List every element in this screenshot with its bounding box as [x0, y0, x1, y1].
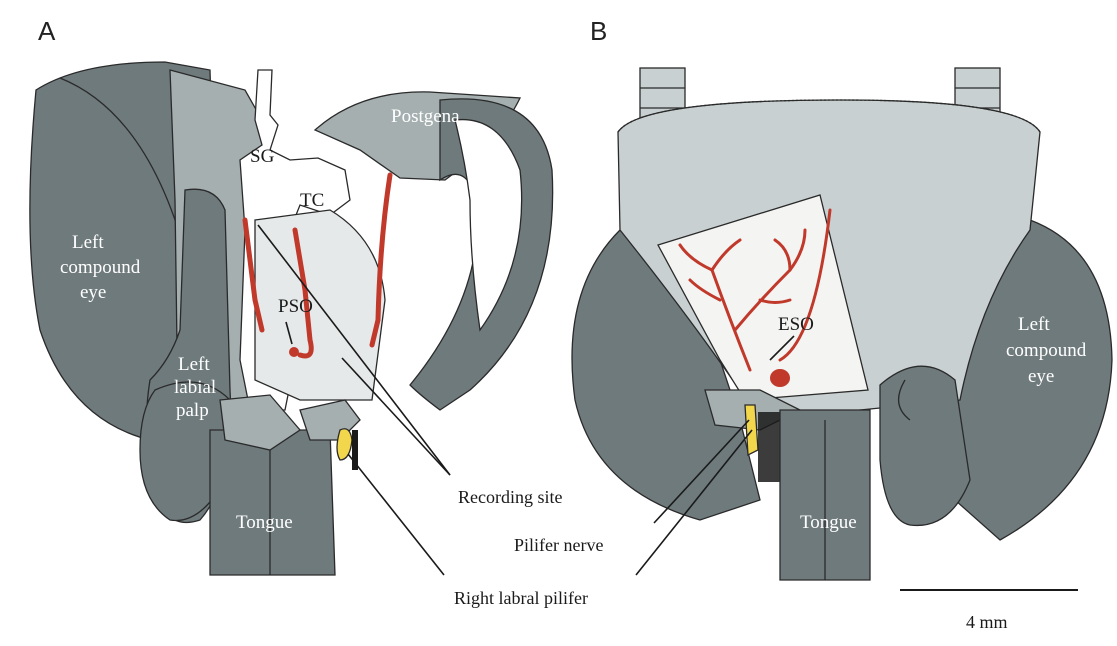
label-palp-l2: labial [174, 377, 216, 398]
label-postgena: Postgena [391, 106, 460, 127]
callout-pilifer-nerve: Pilifer nerve [514, 535, 603, 555]
label-pso: PSO [278, 296, 313, 317]
callout-recording-site: Recording site [458, 487, 562, 507]
scale-bar-label: 4 mm [966, 612, 1008, 632]
label-tongue-b: Tongue [800, 512, 857, 533]
eso-organ [770, 369, 790, 387]
label-sg: SG [250, 146, 275, 167]
tongue-a [210, 430, 335, 575]
panel-label-a: A [38, 16, 56, 46]
labial-palp-b [880, 366, 970, 525]
label-tc: TC [300, 190, 324, 211]
panel-b: B ESO [572, 16, 1112, 580]
label-left-eye-a-l2: compound [60, 257, 141, 278]
right-labral-pilifer-leader-a [348, 454, 444, 575]
pso-organ [289, 347, 299, 357]
label-palp-l1: Left [178, 354, 210, 375]
label-left-eye-b-l2: compound [1006, 340, 1087, 361]
label-left-eye-b-l1: Left [1018, 314, 1050, 335]
label-eso: ESO [778, 314, 814, 335]
label-tongue-a: Tongue [236, 512, 293, 533]
pilifer-bristles-b [758, 412, 780, 482]
label-palp-l3: palp [176, 400, 209, 421]
label-left-eye-a-l1: Left [72, 232, 104, 253]
label-left-eye-b-l3: eye [1028, 366, 1054, 387]
scale-bar: 4 mm [900, 590, 1078, 632]
callout-right-labral-pilifer: Right labral pilifer [454, 588, 588, 608]
panel-label-b: B [590, 16, 607, 46]
label-left-eye-a-l3: eye [80, 282, 106, 303]
